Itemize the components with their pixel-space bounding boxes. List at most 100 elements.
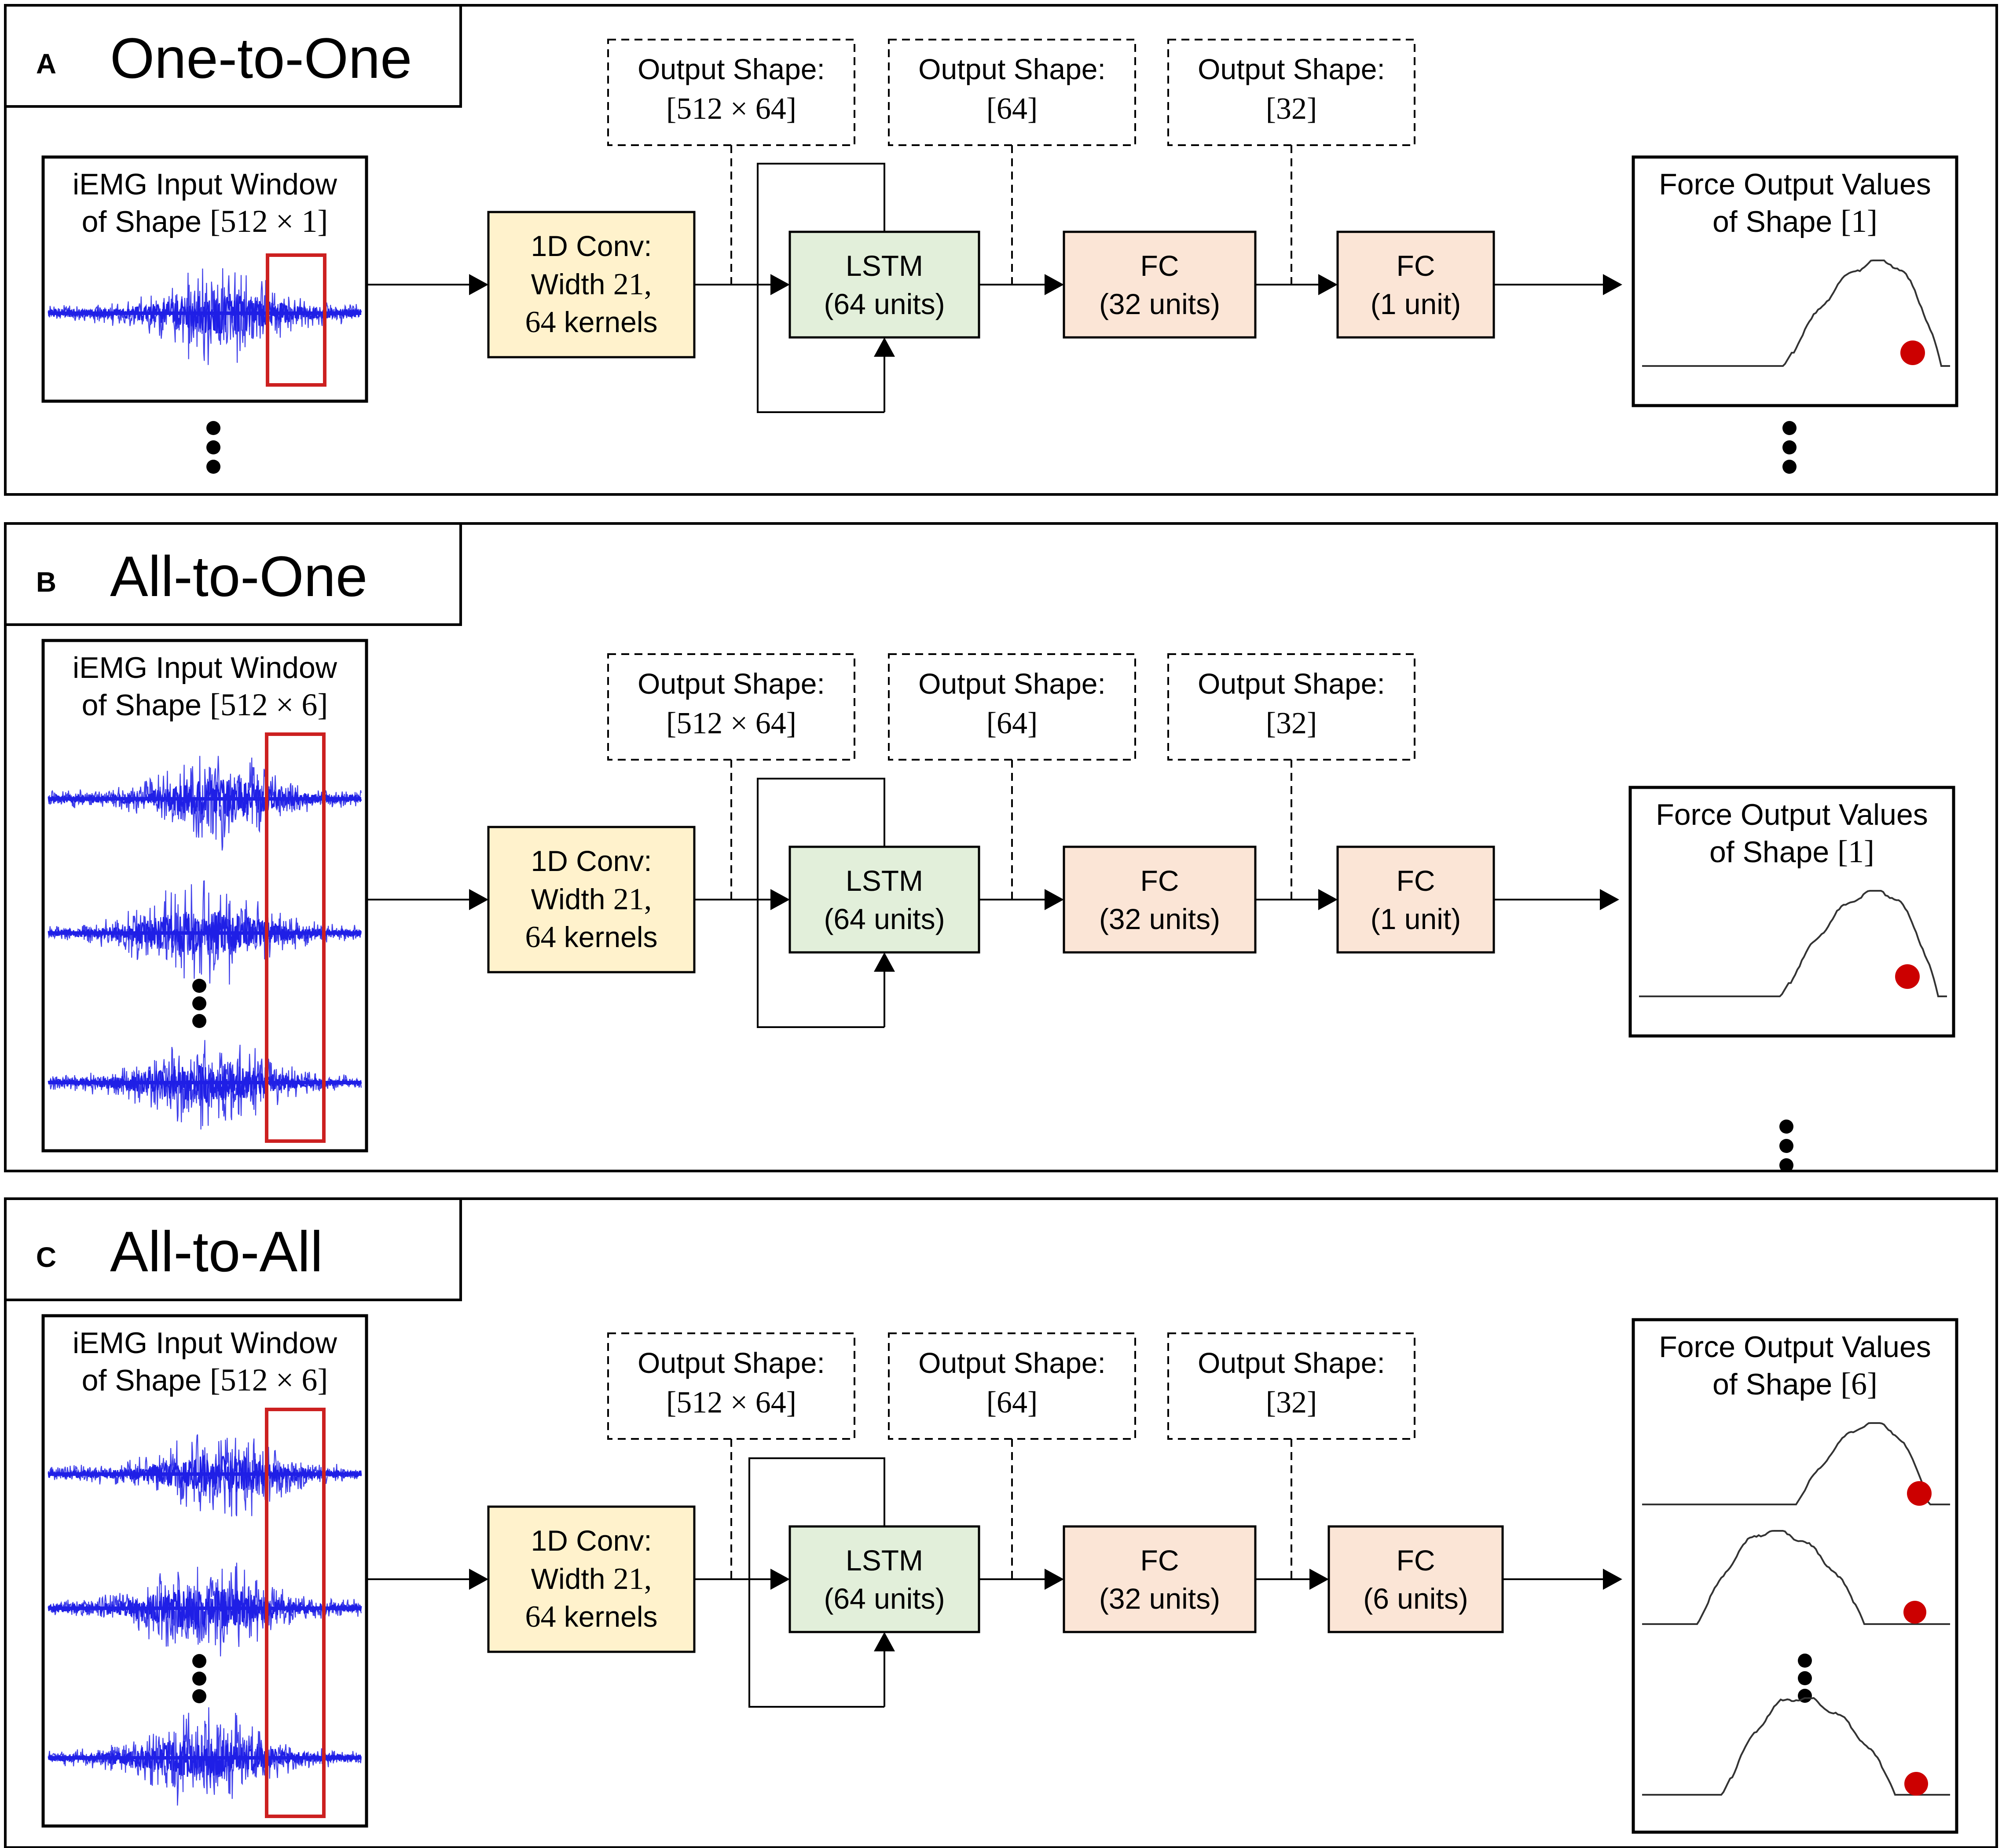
output-shape-label-1: Output Shape: [638, 667, 825, 700]
fc1-block [1063, 231, 1257, 339]
output-shape-box-2 [888, 653, 1136, 761]
conv1d-label-line3: 64 kernels [525, 920, 657, 954]
force-output-box [1632, 1318, 1958, 1834]
arrow-right-icon-head [770, 1569, 790, 1590]
output-shape-value-2: [64] [986, 706, 1038, 740]
output-shape-label-2: Output Shape: [918, 53, 1106, 85]
vertical-ellipsis-icon [206, 421, 220, 474]
input-window-caption-line2-part-1: [512 × 6] [210, 687, 328, 722]
panel-letter: C [36, 1241, 56, 1273]
input-window-caption-line2: of Shape [512 × 6] [82, 687, 328, 722]
fc1-label-line2: (32 units) [1099, 288, 1220, 320]
output-shape-label-1: Output Shape: [638, 53, 825, 85]
input-window-caption-line2-part-0: of Shape [82, 205, 210, 238]
input-window-box [41, 155, 368, 403]
force-output-caption-line1: Force Output Values [1656, 798, 1928, 831]
force-output-caption-line2: of Shape [1] [1712, 204, 1877, 239]
force-curve-6 [1642, 1697, 1950, 1796]
output-shape-value-3: [32] [1266, 92, 1317, 126]
input-window-caption-line1: iEMG Input Window [73, 168, 337, 201]
conv1d-label-line1: 1D Conv: [531, 230, 652, 262]
ellipsis-dot [206, 460, 220, 474]
force-output-caption-line2-part-0: of Shape [1712, 205, 1841, 238]
ellipsis-dot [1798, 1671, 1812, 1685]
conv1d-label-line2-part-1: 21, [613, 267, 652, 301]
arrow-up-icon-head [874, 1632, 895, 1651]
sliding-window-highlight [265, 732, 326, 1143]
arrow-right-icon-head [1045, 889, 1064, 910]
force-output-box [1632, 155, 1958, 407]
input-window-caption-line2-part-0: of Shape [82, 1364, 210, 1397]
force-output-caption-line2: of Shape [1] [1709, 834, 1874, 869]
ellipsis-dot [192, 1672, 206, 1686]
force-curve-1 [1642, 1422, 1950, 1505]
emg-signal-6 [48, 1707, 362, 1806]
red-dot-marker-icon [1895, 964, 1920, 989]
conv1d-label-line2-part-1: 21, [613, 1562, 652, 1596]
emg-signal-6 [48, 1040, 362, 1130]
fc2-label-line1: FC [1397, 864, 1435, 897]
ellipsis-dot [206, 440, 220, 454]
output-shape-label-2: Output Shape: [918, 667, 1106, 700]
panel-title: All-to-All [110, 1219, 323, 1284]
conv1d-label-line3-part-1: kernels [556, 1600, 657, 1633]
force-output-caption-line2-part-1: [1] [1841, 204, 1877, 239]
lstm-block [788, 231, 980, 339]
conv1d-block [487, 211, 696, 359]
ellipsis-dot [192, 996, 206, 1010]
output-shape-label-1: Output Shape: [638, 1347, 825, 1379]
fc2-block [1327, 1525, 1504, 1633]
input-window-caption-line2-part-1: [512 × 1] [210, 204, 328, 239]
vertical-ellipsis-icon [1782, 421, 1797, 474]
output-shape-box-1 [607, 39, 855, 146]
fc2-label-line2: (6 units) [1363, 1582, 1468, 1615]
output-shape-box-1 [607, 653, 855, 761]
panel-frame [4, 522, 1998, 1172]
panel-title-tab [4, 1197, 462, 1301]
arrow-right-icon-head [469, 889, 488, 910]
fc2-label-line1: FC [1397, 1544, 1435, 1577]
conv1d-label-line2-part-1: 21, [613, 882, 652, 916]
ellipsis-dot [1779, 1158, 1793, 1172]
arrow-up-icon-head [874, 952, 895, 972]
lstm-block [788, 1525, 980, 1633]
force-output-caption-line2-part-1: [1] [1837, 834, 1874, 869]
ellipsis-dot [1782, 460, 1797, 474]
conv1d-label-line3-part-0: 64 [525, 305, 556, 339]
output-shape-value-1: [512 × 64] [666, 706, 796, 740]
fc1-label-line1: FC [1140, 249, 1179, 282]
arrow-right-icon-head [770, 274, 790, 295]
force-curve [1639, 890, 1947, 997]
conv1d-label-line3-part-1: kernels [556, 306, 657, 338]
ellipsis-dot [206, 421, 220, 435]
input-window-caption-line1: iEMG Input Window [73, 651, 337, 684]
ellipsis-dot [1779, 1120, 1793, 1134]
panel-frame [4, 4, 1998, 496]
red-dot-marker-icon [1900, 340, 1925, 365]
emg-signal-1-core [48, 779, 362, 817]
fc1-label-line2: (32 units) [1099, 1582, 1220, 1615]
lstm-label-line2: (64 units) [824, 288, 945, 320]
ellipsis-dot [1798, 1654, 1812, 1668]
force-output-caption-line2: of Shape [6] [1712, 1366, 1877, 1402]
conv1d-label-line2-part-0: Width [531, 883, 613, 915]
output-shape-label-3: Output Shape: [1198, 53, 1385, 85]
fc2-label-line2: (1 unit) [1371, 288, 1461, 320]
panel-letter: A [36, 48, 56, 80]
red-dot-marker-icon [1903, 1601, 1926, 1624]
conv1d-label-line3-part-0: 64 [525, 920, 556, 954]
panel-frame [4, 1197, 1998, 1848]
panel-title: All-to-One [110, 544, 367, 608]
recurrent-loop [748, 1457, 885, 1708]
input-window-caption-line2: of Shape [512 × 6] [82, 1362, 328, 1398]
conv1d-label-line3-part-1: kernels [556, 921, 657, 953]
conv1d-label-line3: 64 kernels [525, 1600, 657, 1634]
output-shape-box-3 [1167, 653, 1415, 761]
lstm-label-line1: LSTM [846, 1544, 923, 1577]
force-output-caption-line1: Force Output Values [1659, 168, 1931, 201]
arrow-right-icon-head [1318, 889, 1338, 910]
arrow-right-icon-head [1318, 274, 1338, 295]
recurrent-loop [757, 163, 885, 413]
